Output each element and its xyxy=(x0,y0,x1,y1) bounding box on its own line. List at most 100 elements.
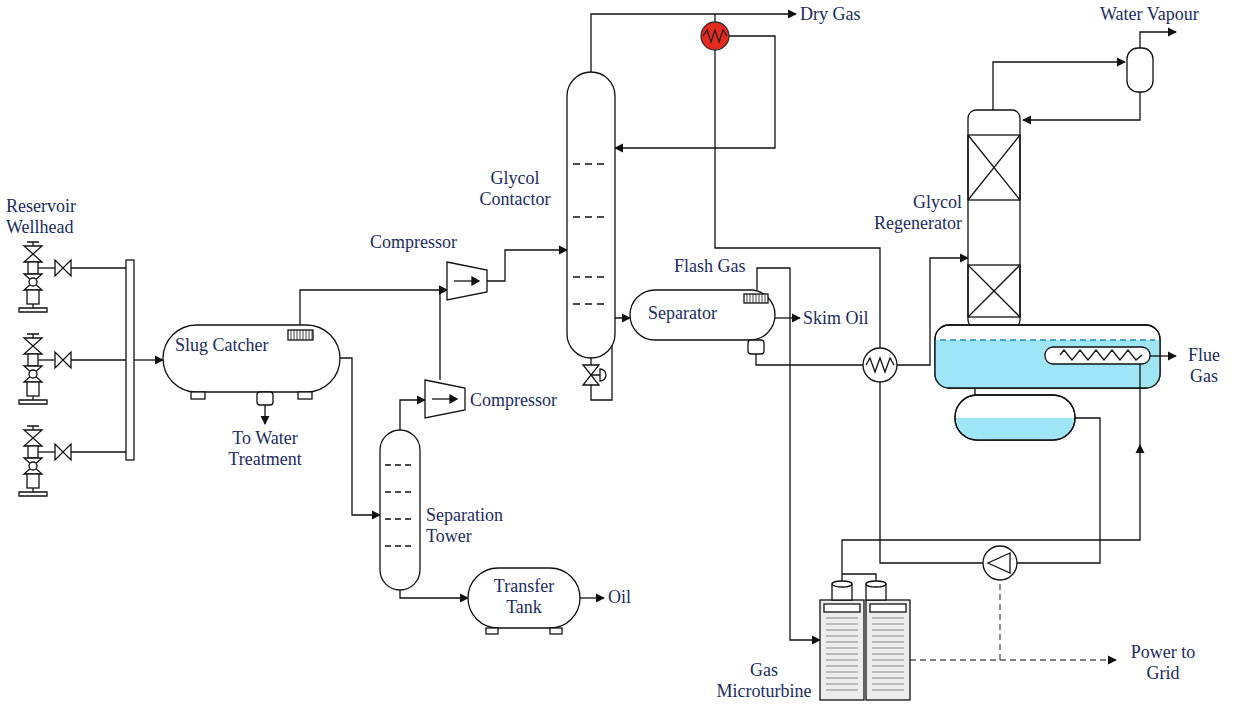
reflux-drum xyxy=(1127,48,1153,92)
vapour-line xyxy=(993,62,1125,110)
wellhead-base xyxy=(19,492,47,496)
tray xyxy=(385,545,415,546)
flow-line xyxy=(32,396,33,400)
skim-oil-line xyxy=(775,317,800,318)
wellhead-body xyxy=(28,446,38,458)
cabinet-panel xyxy=(824,604,860,612)
reboiler-liquid xyxy=(935,340,1160,388)
turbine-cabinet xyxy=(866,600,910,700)
flow-line xyxy=(71,359,126,360)
tank-leg xyxy=(486,628,498,634)
mist-pad-mesh xyxy=(291,330,312,340)
tower-vessel xyxy=(380,430,420,590)
reboiler xyxy=(935,325,1160,388)
packing xyxy=(968,265,1020,317)
tank-leg xyxy=(550,628,562,634)
process-stream xyxy=(134,359,163,360)
reflux-line xyxy=(1023,92,1140,120)
node-shape xyxy=(380,430,420,590)
valve-wheel xyxy=(29,278,37,286)
equipment-label: Separator xyxy=(648,303,717,324)
equipment-label: Glycol Contactor xyxy=(470,168,560,209)
tray xyxy=(573,276,609,277)
transfer-tank: Transfer Tank xyxy=(468,568,580,628)
glycol-contactor: Glycol Contactor xyxy=(567,72,615,358)
separator-boot xyxy=(748,340,764,354)
pump-impeller xyxy=(988,553,1010,573)
flow-line xyxy=(32,304,33,308)
compressor-symbol xyxy=(425,380,465,418)
wellhead-base xyxy=(19,400,47,404)
equipment-label: Compressor xyxy=(370,232,457,253)
node-shape xyxy=(425,380,465,418)
tray xyxy=(385,464,415,465)
separator: Separator xyxy=(630,290,775,340)
casing-head xyxy=(27,382,39,396)
packing xyxy=(968,135,1020,200)
valve-actuator xyxy=(591,369,606,381)
mist-pad xyxy=(288,330,313,340)
node-shape xyxy=(968,105,1160,445)
tray xyxy=(573,216,609,217)
process-stream xyxy=(400,400,425,430)
casing-head xyxy=(27,290,39,304)
node-shape xyxy=(567,72,615,358)
process-stream xyxy=(487,250,567,281)
surge-liquid xyxy=(956,418,1074,440)
separator-vessel xyxy=(630,290,775,340)
equipment-label: Transfer Tank xyxy=(484,576,564,617)
gas-microturbine: Gas Microturbine xyxy=(820,600,910,700)
glycol-pump xyxy=(983,546,1017,580)
tray xyxy=(573,163,609,164)
wellhead-group: Reservoir Wellhead xyxy=(4,196,134,500)
process-stream xyxy=(842,445,1140,600)
process-stream xyxy=(615,36,1100,563)
compressor: Compressor xyxy=(425,380,465,418)
glycol-gas-cooler xyxy=(701,22,729,50)
process-stream xyxy=(300,290,447,325)
surge-drum xyxy=(955,395,1075,440)
stream-label: Flash Gas xyxy=(674,256,746,277)
reboiler-outline xyxy=(935,325,1160,388)
wellhead-body xyxy=(28,262,38,274)
flow-line xyxy=(38,359,55,360)
wellhead-body xyxy=(28,354,38,366)
equipment-label: Glycol Regenerator xyxy=(867,192,962,233)
compressor: Compressor xyxy=(447,262,487,300)
oil-line xyxy=(580,597,604,598)
packing-cross xyxy=(968,265,1020,317)
lower-valve xyxy=(24,458,42,474)
mist-pad-mesh xyxy=(747,294,765,303)
flow-line xyxy=(71,451,126,452)
master-valve xyxy=(24,338,42,354)
process-stream xyxy=(400,590,468,598)
tray xyxy=(573,303,609,304)
equipment-label: Slug Catcher xyxy=(175,335,268,356)
lower-valve xyxy=(24,366,42,382)
manifold xyxy=(126,260,134,460)
liquid-level xyxy=(940,339,1155,340)
water-boot xyxy=(257,392,273,405)
cooler-gas-stub xyxy=(714,14,715,22)
shape-group xyxy=(935,32,1176,445)
cabinet-panel xyxy=(870,604,906,612)
casing-head xyxy=(27,474,39,488)
node-shape xyxy=(820,600,910,700)
valve-wheel xyxy=(29,462,37,470)
tray xyxy=(385,518,415,519)
stream-label: Power to Grid xyxy=(1120,642,1206,683)
turbine-cabinet xyxy=(820,600,864,700)
wing-valve xyxy=(55,352,71,368)
separation-tower: Separation Tower xyxy=(380,430,420,590)
contactor-vessel xyxy=(567,72,615,358)
exchanger-coil xyxy=(866,358,894,372)
flow-line xyxy=(32,488,33,492)
wing-valve xyxy=(55,444,71,460)
power-line xyxy=(910,659,1116,660)
process-stream xyxy=(340,358,380,515)
stack-top xyxy=(866,581,886,587)
stream-label: Oil xyxy=(608,587,631,608)
stream-label: Water Vapour xyxy=(1100,4,1199,25)
